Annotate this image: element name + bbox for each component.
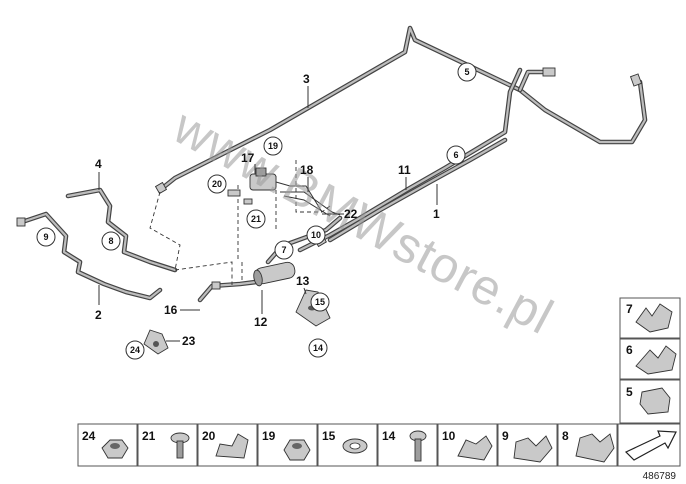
clip-6-icon [635, 345, 677, 375]
svg-text:24: 24 [82, 429, 96, 443]
direction-arrow-icon [624, 430, 677, 461]
callout-13: 13 [296, 274, 310, 288]
svg-text:7: 7 [626, 302, 633, 316]
callout-3: 3 [303, 72, 310, 86]
cell-5[interactable]: 5 [626, 385, 671, 415]
circled-callouts: 5 6 19 20 21 10 7 8 [36, 62, 477, 360]
svg-text:5: 5 [626, 385, 633, 399]
pipe-7 [265, 215, 343, 265]
clip-20-icon [215, 433, 249, 459]
washer-icon [342, 438, 368, 454]
callout-12: 12 [254, 315, 268, 329]
cell-8[interactable]: 8 [562, 429, 615, 463]
svg-text:6: 6 [453, 150, 458, 160]
callout-11: 11 [398, 163, 411, 177]
clip-9-icon [513, 435, 553, 463]
svg-text:9: 9 [502, 429, 509, 443]
callout-16: 16 [164, 303, 178, 317]
small-brackets [227, 189, 253, 205]
callout-1: 1 [433, 207, 440, 221]
cell-9[interactable]: 9 [502, 429, 553, 463]
svg-text:21: 21 [142, 429, 156, 443]
callout-9: 9 [36, 227, 56, 247]
cell-6[interactable]: 6 [626, 343, 677, 375]
svg-text:10: 10 [442, 429, 456, 443]
svg-text:10: 10 [311, 230, 321, 240]
callout-18: 18 [300, 163, 314, 177]
cell-10[interactable]: 10 [442, 429, 493, 461]
svg-text:15: 15 [322, 429, 336, 443]
callout-7: 7 [274, 240, 294, 260]
svg-text:6: 6 [626, 343, 633, 357]
clip-7-icon [635, 303, 673, 333]
cell-7[interactable]: 7 [626, 302, 673, 333]
reference-number: 486789 [643, 471, 677, 482]
svg-text:14: 14 [313, 343, 323, 353]
callout-6: 6 [446, 145, 466, 165]
callout-15: 15 [310, 292, 330, 312]
cell-20[interactable]: 20 [202, 429, 249, 459]
svg-text:14: 14 [382, 429, 396, 443]
clip-8-icon [575, 433, 615, 463]
pipe-16 [197, 279, 259, 303]
pipe-4 [65, 187, 178, 273]
cell-19[interactable]: 19 [262, 429, 311, 461]
svg-text:20: 20 [202, 429, 216, 443]
callout-8: 8 [101, 231, 121, 251]
parts-table-bottom-row: 24 21 20 19 15 [77, 423, 681, 467]
callouts: 3 4 2 17 18 11 1 22 13 12 16 23 [95, 72, 440, 348]
cell-21[interactable]: 21 [142, 429, 190, 459]
svg-text:19: 19 [268, 141, 278, 151]
arrow-cell[interactable] [624, 430, 677, 461]
fuel-filter [253, 261, 296, 287]
cell-14[interactable]: 14 [382, 429, 427, 462]
cell-24[interactable]: 24 [82, 429, 129, 459]
nut-icon [101, 439, 129, 459]
callout-24: 24 [125, 340, 145, 360]
clip-10-icon [457, 435, 493, 461]
svg-text:21: 21 [251, 214, 261, 224]
callout-5: 5 [457, 62, 477, 82]
svg-text:8: 8 [108, 236, 113, 246]
svg-text:19: 19 [262, 429, 276, 443]
cell-15[interactable]: 15 [322, 429, 368, 454]
clip-5-icon [639, 387, 671, 415]
pipe-2-9 [19, 211, 163, 301]
callout-19: 19 [263, 136, 283, 156]
callout-23: 23 [182, 334, 196, 348]
svg-text:7: 7 [281, 245, 286, 255]
fuel-lines [16, 25, 648, 303]
svg-text:9: 9 [43, 232, 48, 242]
svg-text:20: 20 [212, 179, 222, 189]
svg-text:8: 8 [562, 429, 569, 443]
callout-21: 21 [246, 209, 266, 229]
callout-4: 4 [95, 157, 102, 171]
parts-table-right-column: 7 6 5 [619, 297, 681, 424]
svg-text:5: 5 [464, 67, 469, 77]
callout-14: 14 [308, 338, 328, 358]
svg-text:15: 15 [315, 297, 325, 307]
callout-10: 10 [306, 225, 326, 245]
clip-23 [143, 329, 169, 355]
callout-2: 2 [95, 308, 102, 322]
callout-17: 17 [241, 151, 255, 165]
nut-19-icon [283, 439, 311, 461]
callout-22: 22 [344, 207, 358, 221]
bolt-icon [409, 430, 427, 462]
callout-20: 20 [207, 174, 227, 194]
screw-icon [170, 432, 190, 459]
svg-text:24: 24 [130, 345, 140, 355]
pipe-1-6-11 [297, 67, 523, 253]
